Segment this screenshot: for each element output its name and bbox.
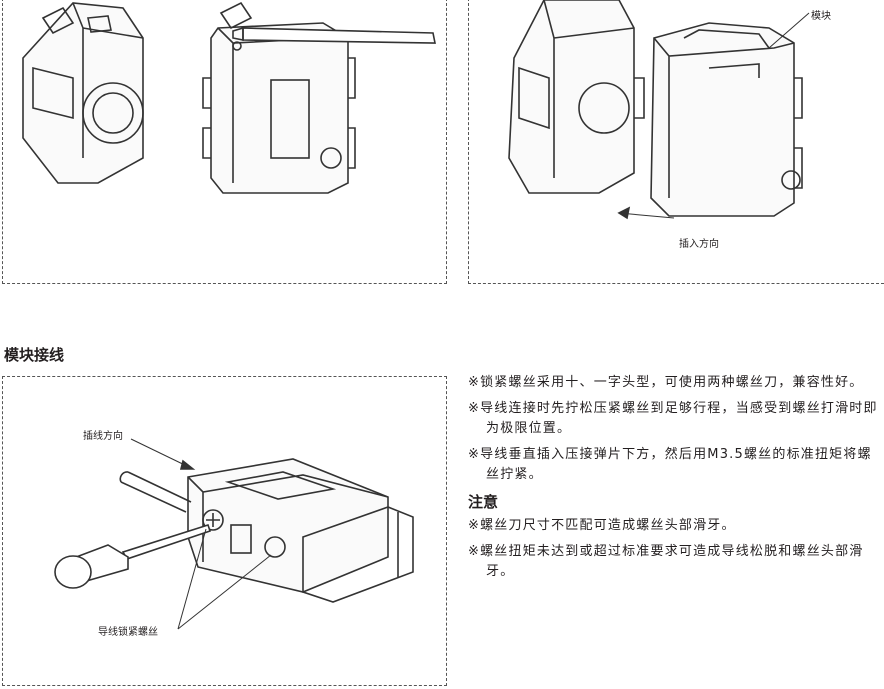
module-insertion-illustration: [508, 0, 810, 220]
note-item: ※导线垂直插入压接弹片下方，然后用M3.5螺丝的标准扭矩将螺丝拧紧。: [468, 447, 872, 482]
note-item: ※锁紧螺丝采用十、一字头型，可使用两种螺丝刀，兼容性好。: [468, 375, 864, 390]
module-label: 模块: [811, 11, 831, 22]
caution-item: ※螺丝刀尺寸不匹配可造成螺丝头部滑牙。: [468, 518, 736, 533]
wire-direction-label: 插线方向: [83, 431, 123, 442]
caution-title: 注意: [468, 493, 499, 511]
module-wiring-illustration: [54, 438, 414, 630]
insert-direction-label: 插入方向: [679, 239, 719, 250]
caution-item: ※螺丝扭矩未达到或超过标准要求可造成导线松脱和螺丝头部滑牙。: [468, 544, 864, 579]
illustration-panel-module-wiring: 插线方向 导线锁紧螺丝: [2, 376, 447, 686]
note-item: ※导线连接时先拧松压紧螺丝到足够行程，当感受到螺丝打滑时即为极限位置。: [468, 401, 878, 436]
module-removal-illustration: [22, 1, 436, 194]
illustration-panel-module-removal: [2, 0, 447, 284]
illustration-panel-module-insertion: 模块 插入方向: [468, 0, 884, 284]
wire-screw-label: 导线锁紧螺丝: [98, 627, 158, 638]
section-title-module-wiring: 模块接线: [4, 346, 65, 364]
wiring-notes: ※锁紧螺丝采用十、一字头型，可使用两种螺丝刀，兼容性好。 ※导线连接时先拧松压紧…: [468, 373, 878, 588]
